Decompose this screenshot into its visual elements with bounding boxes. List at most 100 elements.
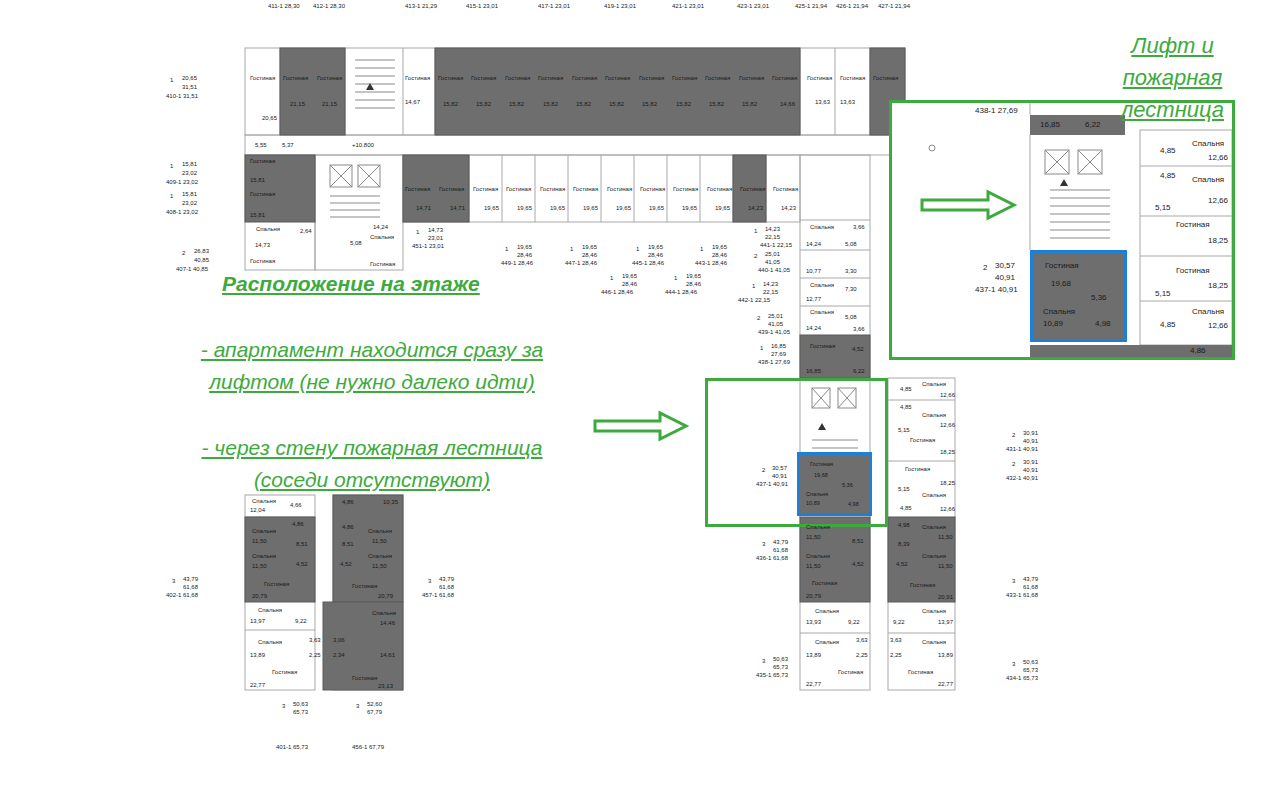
room-label: Гостиная [873, 75, 898, 82]
room-label: 436-1 61,68 [756, 555, 788, 562]
room-label: 16,85 [806, 368, 821, 375]
room-label: 2 [182, 250, 185, 257]
room-label: 442-1 22,15 [738, 297, 770, 304]
room-label: 61,68 [773, 547, 788, 554]
room-label: 8,51 [296, 541, 308, 548]
room-label: 13,89 [250, 652, 265, 659]
room-label: 2,25 [856, 652, 868, 659]
room-label: 43,79 [1023, 576, 1038, 583]
room-label: 14,24 [373, 224, 388, 231]
room-label: Гостиная [607, 186, 632, 193]
room-label: Спальня [1192, 139, 1224, 148]
room-label: Гостиная [540, 186, 565, 193]
room-label: 401-1 65,73 [276, 744, 308, 751]
room-label: 2 [1012, 461, 1015, 468]
room-label: 15,82 [476, 101, 491, 108]
room-label: 4,98 [848, 501, 859, 507]
room-label: 13,93 [806, 619, 821, 626]
room-label: 43,79 [183, 576, 198, 583]
room-label: 409-1 23,02 [166, 179, 198, 186]
room-label: 1 [570, 246, 573, 253]
room-label: Спальня [815, 608, 839, 615]
room-label: 31,51 [182, 84, 197, 91]
room-label: 19,68 [1051, 279, 1071, 288]
room-label: 19,65 [712, 244, 727, 251]
room-label: 444-1 28,46 [665, 289, 697, 296]
room-label: 13,97 [250, 618, 265, 625]
room-label: Гостиная [283, 75, 308, 82]
room-label: 13,89 [938, 652, 953, 659]
room-label: Гостиная [473, 186, 498, 193]
room-label: Гостиная [605, 75, 630, 82]
room-label: 4,85 [1160, 171, 1176, 180]
room-label: 14,73 [255, 242, 270, 249]
room-label: 12,66 [940, 392, 955, 399]
annotation-text: Расположение на этаже [222, 270, 480, 298]
room-label: 4,52 [852, 346, 864, 353]
room-label: 61,68 [1023, 584, 1038, 591]
room-label: 419-1 23,01 [604, 3, 636, 10]
room-label: 446-1 28,46 [601, 289, 633, 296]
room-label: Спальня [368, 528, 392, 535]
room-label: 1 [416, 229, 419, 236]
room-label: 443-1 28,46 [695, 260, 727, 267]
room-label: 4,52 [340, 561, 352, 568]
room-label: 13,97 [938, 619, 953, 626]
room-label: 61,68 [183, 584, 198, 591]
room-label: Гостиная [272, 669, 297, 676]
room-label: 5,08 [845, 314, 857, 321]
room-label: 437-1 40,91 [756, 481, 788, 488]
room-label: 7,30 [845, 286, 857, 293]
room-label: Гостиная [773, 186, 798, 193]
room-label: Гостиная [1176, 220, 1210, 229]
room-label: 28,46 [622, 281, 637, 288]
room-label: Спальня [922, 412, 946, 419]
room-label: 3 [428, 578, 431, 585]
room-label: 12,66 [1208, 196, 1228, 205]
room-label: 417-1 23,01 [538, 3, 570, 10]
room-label: 10,89 [1043, 319, 1063, 328]
room-label: 432-1 40,91 [1006, 475, 1038, 482]
room-label: 11,50 [372, 538, 387, 545]
room-label: Гостиная [810, 461, 833, 467]
room-label: 61,68 [439, 584, 454, 591]
room-label: 14,71 [450, 205, 465, 212]
room-label: 4,86 [292, 521, 304, 528]
room-label: 4,52 [852, 561, 864, 568]
room-label: 3 [762, 658, 765, 665]
room-label: Спальня [922, 524, 946, 531]
room-label: 15,82 [742, 101, 757, 108]
room-label: Спальня [922, 608, 946, 615]
room-label: 14,23 [763, 281, 778, 288]
room-label: 5,36 [1091, 293, 1107, 302]
room-label: 41,05 [765, 259, 780, 266]
room-label: 413-1 21,29 [405, 3, 437, 10]
room-label: 19,65 [649, 205, 664, 212]
room-label: 3,66 [853, 224, 865, 231]
room-label: 2 [983, 263, 987, 272]
room-label: Гостиная [405, 75, 430, 82]
room-label: 14,66 [780, 101, 795, 108]
room-label: 11,50 [938, 563, 953, 570]
room-label: 50,63 [773, 656, 788, 663]
room-label: 1 [170, 163, 173, 170]
room-label: Гостиная [639, 75, 664, 82]
room-label: 25,01 [768, 313, 783, 320]
room-label: 19,65 [682, 205, 697, 212]
room-label: 14,24 [806, 241, 821, 248]
room-label: 434-1 65,73 [1006, 675, 1038, 682]
room-label: Гостиная [264, 581, 289, 588]
room-label: 3 [1012, 661, 1015, 668]
room-label: 41,05 [768, 321, 783, 328]
room-label: Спальня [368, 553, 392, 560]
room-label: +10.800 [352, 142, 374, 149]
room-label: 3,63 [890, 637, 902, 644]
room-label: 4,85 [1160, 146, 1176, 155]
room-label: 3,63 [856, 637, 868, 644]
room-label: 19,65 [648, 244, 663, 251]
room-label: 15,81 [182, 161, 197, 168]
room-label: Спальня [922, 492, 946, 499]
room-label: 5,08 [845, 241, 857, 248]
room-label: 67,79 [367, 709, 382, 716]
